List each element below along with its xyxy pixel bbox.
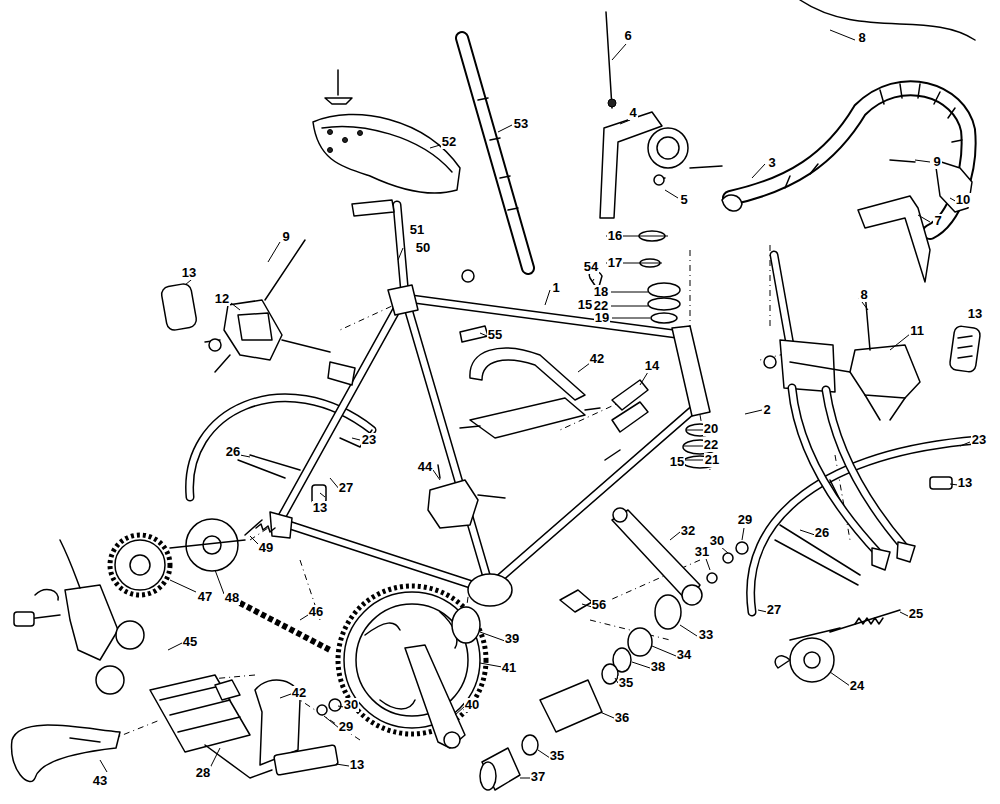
callout-number: 52: [441, 135, 457, 149]
callout-number: 27: [766, 603, 782, 617]
callout-number: 39: [504, 632, 520, 646]
callout-number: 3: [767, 156, 776, 170]
callout-number: 44: [417, 460, 433, 474]
callout-number: 30: [709, 534, 725, 548]
callout-number: 40: [464, 698, 480, 712]
callout-number: 15: [577, 298, 593, 312]
callout-number: 24: [849, 679, 865, 693]
callout-number: 20: [703, 422, 719, 436]
callout-number: 46: [308, 605, 324, 619]
callout-number: 8: [859, 288, 868, 302]
callout-number: 4: [628, 106, 637, 120]
callout-number: 30: [343, 698, 359, 712]
callout-number: 21: [704, 453, 720, 467]
callout-number: 45: [182, 635, 198, 649]
callout-number: 28: [195, 766, 211, 780]
callout-number: 56: [591, 598, 607, 612]
callout-number: 10: [955, 193, 971, 207]
callout-number: 8: [857, 31, 866, 45]
callout-number: 49: [258, 541, 274, 555]
callout-number: 23: [361, 433, 377, 447]
callout-number: 1: [551, 281, 560, 295]
callout-number: 33: [698, 628, 714, 642]
callout-number: 7: [933, 214, 942, 228]
callout-number: 50: [415, 241, 431, 255]
callout-number: 37: [530, 770, 546, 784]
callout-number: 29: [737, 513, 753, 527]
callout-number: 6: [623, 29, 632, 43]
callout-number: 13: [181, 266, 197, 280]
callout-number: 2: [762, 403, 771, 417]
callout-number: 43: [92, 774, 108, 788]
callout-number: 25: [908, 607, 924, 621]
callout-number: 16: [607, 229, 623, 243]
callout-number: 22: [703, 438, 719, 452]
callout-number: 5: [679, 193, 688, 207]
callout-number: 31: [694, 545, 710, 559]
callout-number: 35: [618, 676, 634, 690]
callout-number: 42: [589, 352, 605, 366]
callout-number: 11: [909, 324, 925, 338]
callout-number: 17: [607, 256, 623, 270]
callout-number: 51: [409, 223, 425, 237]
callout-number: 48: [224, 591, 240, 605]
callout-number: 19: [594, 311, 610, 325]
callout-number: 23: [971, 433, 987, 447]
callout-number: 9: [932, 155, 941, 169]
callout-number: 13: [957, 476, 973, 490]
callout-number: 32: [680, 524, 696, 538]
callout-number: 54: [583, 260, 599, 274]
callout-number: 38: [650, 660, 666, 674]
callout-number: 14: [644, 359, 660, 373]
callout-number: 29: [338, 720, 354, 734]
callout-number: 55: [487, 328, 503, 342]
callout-number: 27: [338, 481, 354, 495]
callout-number: 12: [214, 292, 230, 306]
callout-number: 15: [669, 455, 685, 469]
callout-number: 13: [967, 307, 983, 321]
callout-number: 26: [814, 526, 830, 540]
callout-number: 53: [513, 117, 529, 131]
callout-number: 13: [349, 758, 365, 772]
callout-number: 13: [312, 501, 328, 515]
callout-number: 47: [197, 590, 213, 604]
callout-number: 42: [291, 686, 307, 700]
callout-number: 9: [281, 230, 290, 244]
callout-number: 18: [593, 285, 609, 299]
callout-number: 34: [676, 648, 692, 662]
callout-number: 41: [501, 661, 517, 675]
callout-number: 35: [549, 749, 565, 763]
callout-number: 26: [225, 445, 241, 459]
callout-number: 36: [614, 711, 630, 725]
